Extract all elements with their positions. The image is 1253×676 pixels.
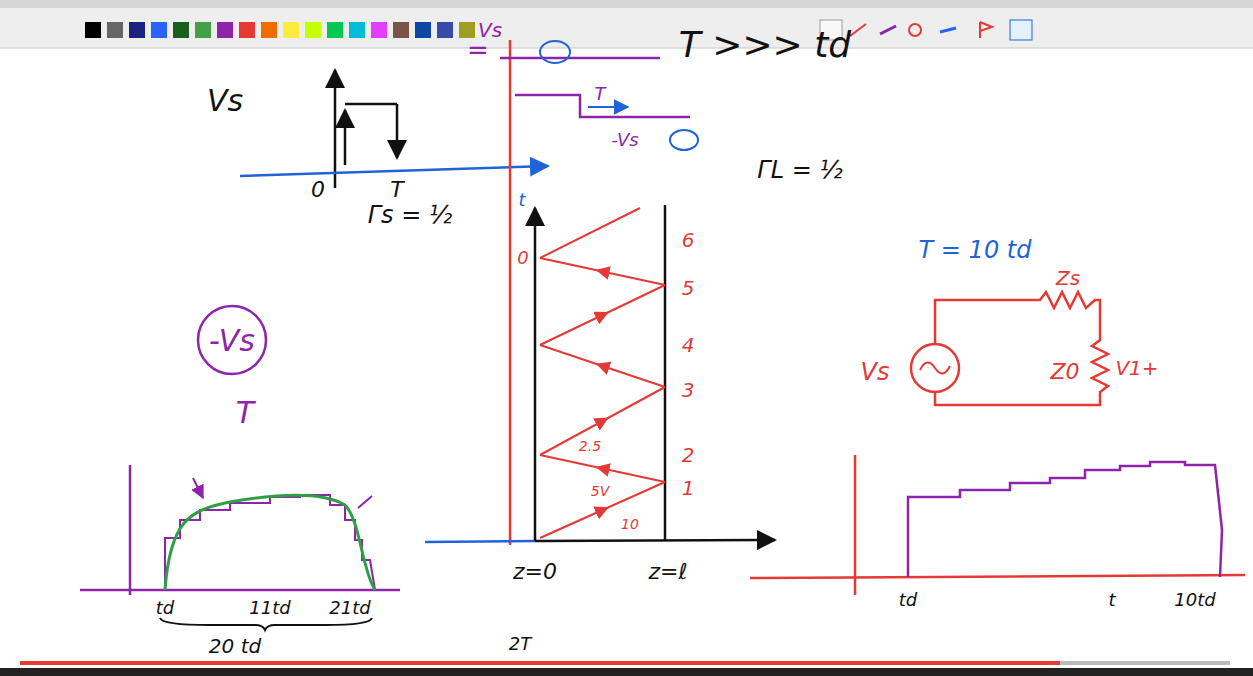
line-voltage-plot: [750, 455, 1245, 595]
circled-note: -Vs: [196, 304, 268, 376]
smoothed-pulse-plot: [80, 465, 400, 630]
time-index: 4: [681, 334, 696, 356]
duration-label: 2T: [508, 634, 532, 654]
axis-tick: td: [898, 590, 918, 610]
time-index: 2: [681, 444, 696, 466]
voltage-label: V1+: [1114, 357, 1159, 379]
axis-tick: T: [389, 178, 404, 202]
time-label: T: [594, 84, 607, 104]
pulse-sketch: [240, 70, 548, 188]
axis-tick: 0: [310, 178, 326, 202]
wave-amplitude: 10: [620, 517, 640, 532]
condition-note: T = 10 td: [918, 237, 1033, 263]
impedance-label: Z0: [1049, 360, 1080, 384]
axis-label: Vs: [206, 84, 244, 117]
bounce-diagram: [425, 40, 775, 545]
axis-tick: 11td: [248, 598, 291, 618]
axis-label: t: [517, 190, 526, 210]
axis-tick: 10td: [1173, 590, 1216, 610]
axis-tick: 21td: [328, 598, 371, 618]
toolbar: [0, 0, 1253, 48]
time-index: 1: [681, 477, 696, 499]
node-text: -Vs: [209, 324, 255, 357]
time-label: T: [235, 396, 255, 429]
video-progress-bar: [0, 661, 1253, 676]
axis-label: t: [1107, 590, 1116, 610]
circle-outline: [198, 306, 266, 374]
wave-amplitude: 2.5: [578, 439, 602, 454]
source-circuit: [911, 292, 1108, 405]
impedance-label: Zs: [1055, 267, 1081, 289]
time-index: 6: [681, 229, 696, 251]
time-index: 5: [681, 277, 696, 299]
pulse-decomposition: [500, 41, 698, 150]
position-label: z=ℓ: [647, 560, 688, 584]
source-label: Vs: [860, 359, 891, 385]
condition-note: T >>> td: [678, 25, 852, 65]
time-index: 0: [516, 248, 529, 268]
reflection-coefficient: Γs = ½: [367, 202, 454, 228]
wave-amplitude: 5V: [590, 484, 610, 499]
signal-name: Vs: [477, 19, 503, 41]
signal-name: -Vs: [610, 130, 639, 150]
time-index: 3: [681, 379, 696, 401]
duration-label: 20 td: [208, 635, 262, 657]
reflection-coefficient: ΓL = ½: [756, 157, 843, 183]
position-label: z=0: [512, 560, 558, 584]
axis-tick: td: [155, 598, 175, 618]
